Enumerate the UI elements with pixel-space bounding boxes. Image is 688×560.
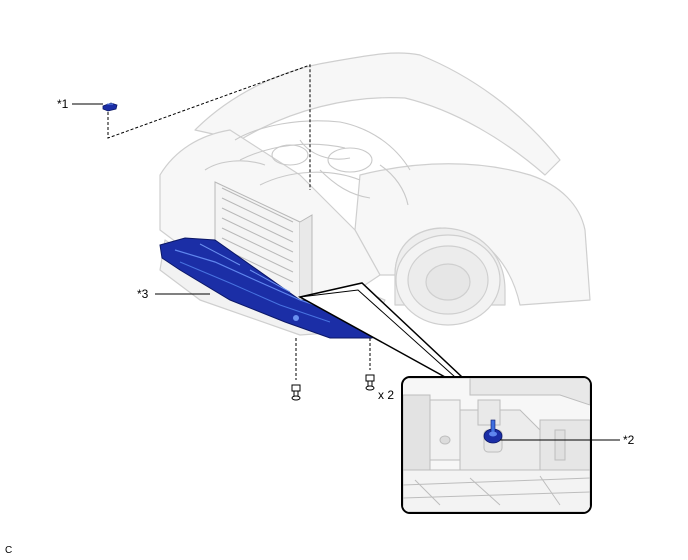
bolt-left [292, 338, 300, 400]
clip-part [103, 103, 117, 111]
quantity-label: x 2 [378, 389, 394, 401]
callout-label-3: *3 [137, 288, 148, 300]
detail-inset [402, 377, 620, 513]
callout-label-2: *2 [623, 434, 634, 446]
figure-code: C [5, 545, 12, 557]
bolt-right [366, 338, 374, 390]
callout-label-1: *1 [57, 98, 68, 110]
